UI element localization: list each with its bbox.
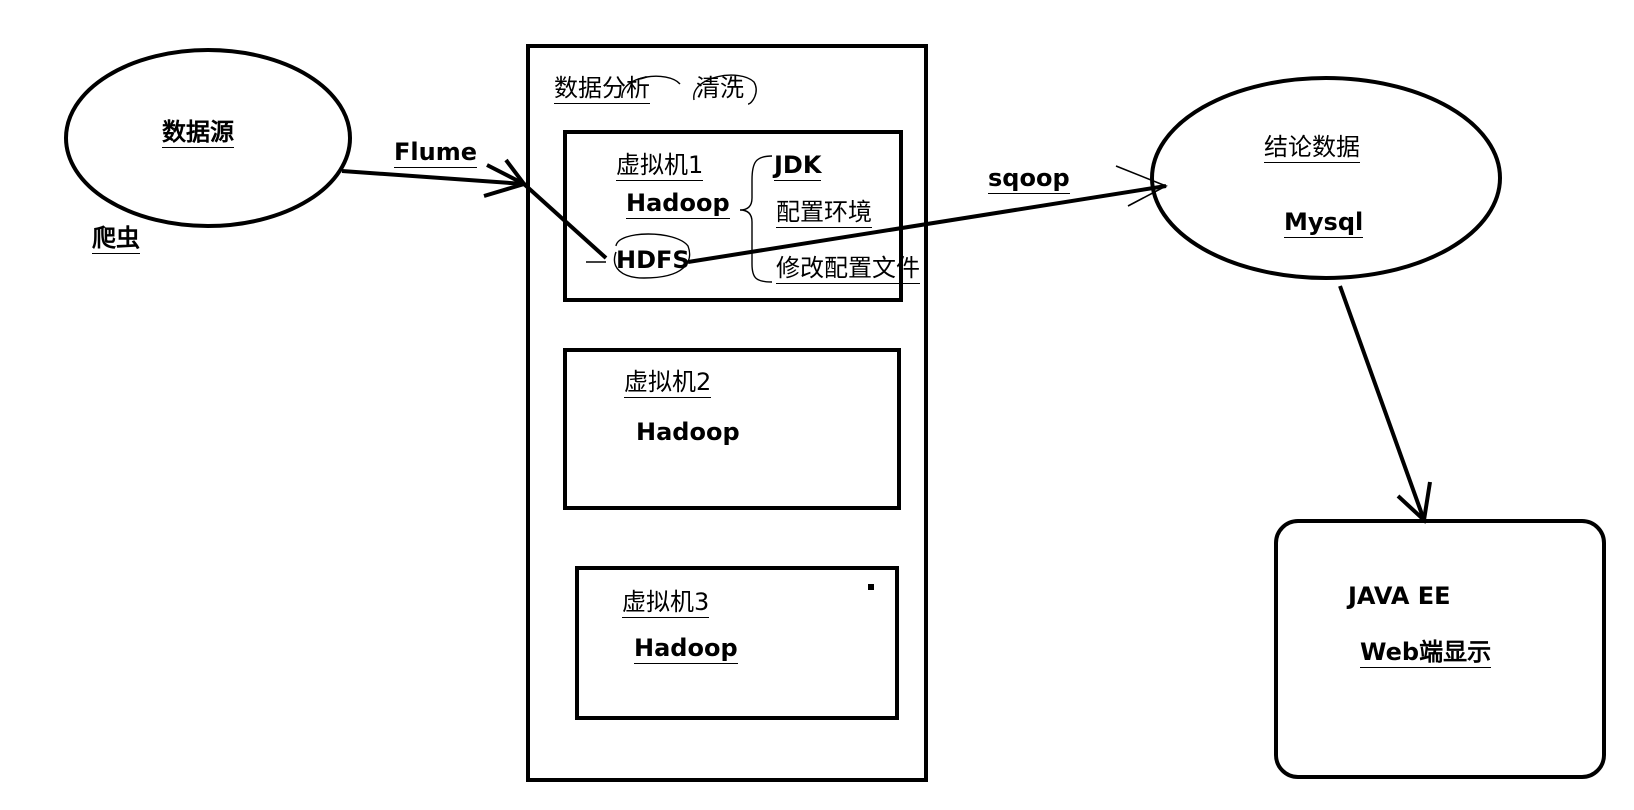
result-db: Mysql [1284, 208, 1364, 238]
web-line2: Web端显示 [1360, 638, 1492, 668]
crawler-label: 爬虫 [92, 224, 140, 254]
vm3-dot [868, 584, 874, 590]
cluster-title-part1: 数据分析 [554, 74, 650, 104]
result-ellipse [1150, 76, 1502, 280]
vm2-name: 虚拟机2 [624, 368, 712, 398]
config-item-jdk: JDK [774, 151, 822, 181]
vm3-box [575, 566, 899, 720]
vm1-box [563, 130, 903, 302]
flume-arrow [341, 169, 525, 186]
sqoop-arrowhead [1115, 165, 1168, 207]
data-source-title: 数据源 [162, 118, 234, 148]
scribble-fenxi [621, 75, 681, 99]
scribble-qingxi [693, 74, 757, 105]
data-source-ellipse [64, 48, 352, 228]
vm3-software: Hadoop [634, 634, 738, 664]
vm2-box [563, 348, 901, 510]
sqoop-line [687, 184, 1167, 264]
web-line1: JAVA EE [1348, 582, 1451, 610]
vm1-software: Hadoop [626, 189, 730, 219]
cluster-title-part2: 清洗 [696, 74, 744, 102]
flume-to-hdfs-line [504, 158, 608, 260]
result-title: 结论数据 [1264, 133, 1360, 163]
config-item-env: 配置环境 [776, 198, 872, 228]
vm1-hdfs: HDFS [616, 246, 690, 274]
sqoop-label: sqoop [988, 164, 1070, 194]
hdfs-scribble [613, 233, 691, 279]
cluster-box [526, 44, 928, 782]
vm1-name: 虚拟机1 [616, 151, 704, 181]
vm3-name: 虚拟机3 [622, 588, 710, 618]
config-item-files: 修改配置文件 [776, 254, 920, 284]
web-box [1274, 519, 1606, 779]
vm2-software: Hadoop [636, 418, 740, 446]
result-to-web-arrow [1338, 285, 1426, 521]
flume-label: Flume [394, 138, 477, 168]
config-brace [739, 155, 773, 283]
